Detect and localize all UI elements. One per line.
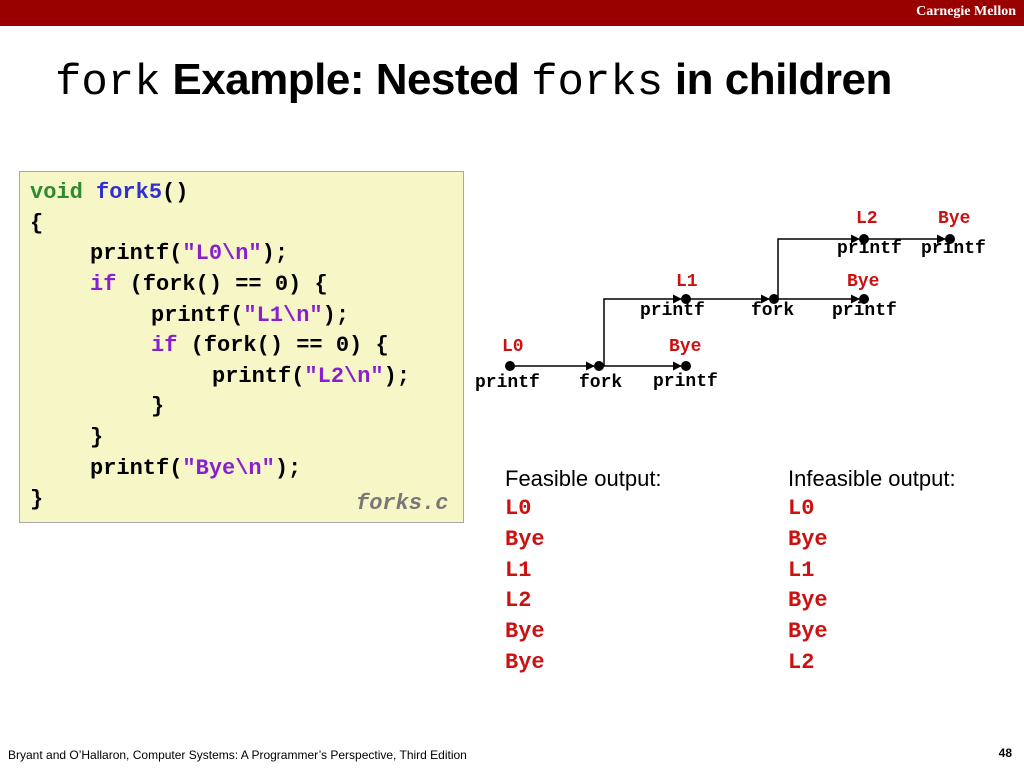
graph-node — [681, 361, 691, 371]
code-text: ); — [322, 303, 350, 328]
code-keyword-void: void — [30, 180, 97, 205]
graph-node — [594, 361, 604, 371]
graph-node — [769, 294, 779, 304]
graph-node — [859, 234, 869, 244]
infeasible-output-header: Infeasible output: — [788, 466, 956, 491]
title-text-2: in children — [663, 55, 892, 104]
infeasible-output-line: Bye — [788, 619, 828, 644]
graph-label-fork: fork — [751, 301, 795, 321]
infeasible-output-line: Bye — [788, 588, 828, 613]
infeasible-output-line: L0 — [788, 496, 815, 521]
title-code-fork: fork — [55, 58, 161, 108]
code-function-name: fork5 — [96, 180, 163, 205]
feasible-output-line: L0 — [505, 496, 532, 521]
graph-label-fork: fork — [579, 373, 623, 393]
top-bar: Carnegie Mellon — [0, 0, 1024, 26]
code-text: printf( — [151, 303, 244, 328]
footer-citation: Bryant and O’Hallaron, Computer Systems:… — [8, 748, 467, 762]
feasible-output-line: Bye — [505, 527, 545, 552]
graph-label-bye: Bye — [938, 209, 971, 229]
graph-node — [681, 294, 691, 304]
code-keyword-if: if — [90, 272, 117, 297]
code-string: "L0\n" — [182, 241, 262, 266]
code-line-8: } — [151, 394, 165, 419]
feasible-output-line: Bye — [505, 650, 545, 675]
graph-label-printf: printf — [832, 301, 897, 321]
code-line-5: printf("L1\n"); — [151, 303, 349, 329]
graph-label-L0: L0 — [502, 337, 524, 357]
code-filename: forks.c — [356, 491, 449, 516]
code-line-7: printf("L2\n"); — [212, 364, 410, 390]
feasible-output-line: L2 — [505, 588, 532, 613]
graph-label-printf: printf — [837, 239, 902, 259]
code-line-4: if (fork() == 0) { — [90, 272, 328, 298]
code-line-6: if (fork() == 0) { — [151, 333, 389, 359]
code-line-2: { — [30, 211, 44, 236]
code-text: ); — [261, 241, 289, 266]
graph-label-printf: printf — [475, 373, 540, 393]
code-text: printf( — [90, 241, 183, 266]
graph-label-printf: printf — [640, 301, 705, 321]
page-number: 48 — [998, 746, 1012, 760]
graph-node — [945, 234, 955, 244]
code-text: ); — [274, 456, 302, 481]
code-text: (fork() == 0) { — [177, 333, 389, 358]
graph-label-L2: L2 — [856, 209, 878, 229]
code-line-11: } — [30, 487, 44, 512]
feasible-output-header: Feasible output: — [505, 466, 662, 491]
code-box: void fork5() { printf("L0\n"); if (fork(… — [19, 171, 464, 523]
code-text: (fork() == 0) { — [116, 272, 328, 297]
code-string: "L2\n" — [304, 364, 384, 389]
graph-edge — [603, 294, 682, 366]
title-code-forks: forks — [531, 58, 664, 108]
code-line-3: printf("L0\n"); — [90, 241, 288, 267]
title-text-1: Example: Nested — [160, 55, 532, 104]
graph-label-printf: printf — [921, 239, 986, 259]
code-parens: () — [162, 180, 189, 205]
infeasible-output-line: L1 — [788, 558, 815, 583]
graph-node — [505, 361, 515, 371]
graph-label-printf: printf — [653, 372, 718, 392]
slide-title: fork Example: Nested forks in children — [55, 55, 892, 108]
code-line-10: printf("Bye\n"); — [90, 456, 301, 482]
code-string: "Bye\n" — [182, 456, 275, 481]
feasible-output-line: L1 — [505, 558, 532, 583]
infeasible-output-line: Bye — [788, 527, 828, 552]
brand-label: Carnegie Mellon — [916, 4, 1016, 19]
code-string: "L1\n" — [243, 303, 323, 328]
code-text: printf( — [212, 364, 305, 389]
graph-edge — [777, 234, 860, 299]
code-keyword-if: if — [151, 333, 178, 358]
feasible-output-line: Bye — [505, 619, 545, 644]
graph-node — [859, 294, 869, 304]
graph-label-bye: Bye — [669, 337, 702, 357]
code-text: printf( — [90, 456, 183, 481]
code-line-1: void fork5() — [30, 180, 188, 206]
graph-label-bye: Bye — [847, 272, 880, 292]
code-line-9: } — [90, 425, 104, 450]
code-text: ); — [383, 364, 411, 389]
infeasible-output-line: L2 — [788, 650, 815, 675]
graph-label-L1: L1 — [676, 272, 698, 292]
